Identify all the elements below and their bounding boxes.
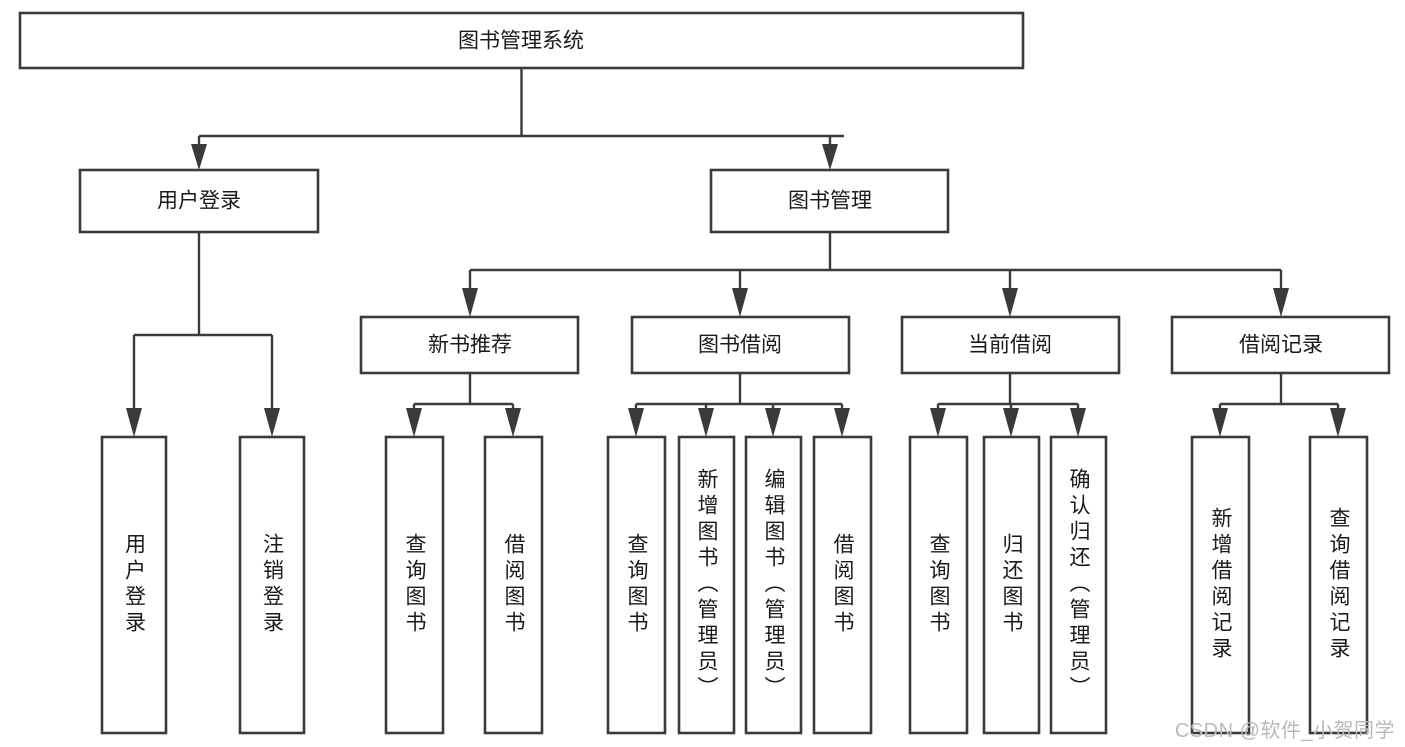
node-book-mgmt-label: 图书管理 bbox=[788, 190, 872, 213]
node-leaf-add-book-box[interactable] bbox=[677, 435, 736, 735]
node-borrow-record[interactable]: 借阅记录 bbox=[1170, 315, 1391, 375]
node-leaf-query-record[interactable] bbox=[1308, 435, 1369, 735]
node-leaf-return-book-box[interactable] bbox=[982, 435, 1041, 735]
node-leaf-query-book-cur-box[interactable] bbox=[908, 435, 969, 735]
arrow-head-leaf-query-record bbox=[1330, 408, 1346, 437]
node-root-box[interactable] bbox=[18, 11, 1025, 70]
node-leaf-add-record[interactable] bbox=[1190, 435, 1251, 735]
node-book-borrow[interactable]: 图书借阅 bbox=[630, 315, 851, 375]
node-leaf-return-book[interactable] bbox=[982, 435, 1041, 735]
node-leaf-confirm-return[interactable] bbox=[1049, 435, 1108, 735]
node-leaf-user-login[interactable] bbox=[100, 435, 168, 735]
node-leaf-logout[interactable] bbox=[238, 435, 306, 735]
node-leaf-query-record-box[interactable] bbox=[1308, 435, 1369, 735]
arrow-head-book-mgmt bbox=[822, 144, 838, 170]
node-leaf-logout-box[interactable] bbox=[238, 435, 306, 735]
watermark: CSDN @软件_小贺同学 bbox=[1174, 720, 1395, 742]
arrow-head-leaf-confirm-return bbox=[1070, 408, 1086, 437]
edge-layer bbox=[126, 68, 1346, 437]
node-layer: 图书管理系统 用户登录 图书管理 新书推荐 图书借阅 bbox=[18, 11, 1391, 735]
arrow-head-leaf-add-record bbox=[1212, 408, 1228, 437]
arrow-head-leaf-logout bbox=[264, 408, 280, 437]
arrow-head-leaf-user-login bbox=[126, 408, 142, 437]
node-user-login[interactable]: 用户登录 bbox=[78, 168, 320, 234]
node-leaf-confirm-return-box[interactable] bbox=[1049, 435, 1108, 735]
node-user-login-label: 用户登录 bbox=[157, 190, 241, 213]
arrow-head-new-book-rec bbox=[462, 288, 478, 317]
node-leaf-edit-book-box[interactable] bbox=[744, 435, 803, 735]
node-leaf-query-book-rec-box[interactable] bbox=[384, 435, 445, 735]
node-borrow-record-box[interactable] bbox=[1170, 315, 1391, 375]
node-leaf-add-record-box[interactable] bbox=[1190, 435, 1251, 735]
arrow-head-user-login bbox=[191, 144, 207, 170]
arrow-head-leaf-add-book bbox=[698, 408, 714, 437]
node-new-book-rec[interactable]: 新书推荐 bbox=[359, 315, 580, 375]
node-leaf-user-login-box[interactable] bbox=[100, 435, 168, 735]
node-root-label: 图书管理系统 bbox=[458, 30, 584, 53]
arrow-head-leaf-query-book-br bbox=[628, 408, 644, 437]
node-new-book-rec-box[interactable] bbox=[359, 315, 580, 375]
node-leaf-query-book-br-box[interactable] bbox=[606, 435, 667, 735]
arrow-head-leaf-borrow-book-rec bbox=[505, 408, 521, 437]
arrow-head-leaf-query-book-cur bbox=[930, 408, 946, 437]
leaf-layer bbox=[100, 435, 1369, 735]
node-leaf-borrow-book-br[interactable] bbox=[812, 435, 873, 735]
node-leaf-query-book-rec[interactable] bbox=[384, 435, 445, 735]
node-leaf-query-book-cur[interactable] bbox=[908, 435, 969, 735]
node-current-borrow[interactable]: 当前借阅 bbox=[900, 315, 1121, 375]
arrow-head-leaf-query-book-rec bbox=[406, 408, 422, 437]
arrow-head-leaf-edit-book bbox=[765, 408, 781, 437]
node-book-mgmt[interactable]: 图书管理 bbox=[709, 168, 950, 234]
node-current-borrow-label: 当前借阅 bbox=[968, 334, 1052, 357]
node-leaf-borrow-book-rec-box[interactable] bbox=[483, 435, 544, 735]
node-root[interactable]: 图书管理系统 bbox=[18, 11, 1025, 70]
node-borrow-record-label: 借阅记录 bbox=[1239, 334, 1323, 357]
node-new-book-rec-label: 新书推荐 bbox=[428, 334, 512, 357]
node-book-mgmt-box[interactable] bbox=[709, 168, 950, 234]
node-leaf-edit-book[interactable] bbox=[744, 435, 803, 735]
node-leaf-add-book[interactable] bbox=[677, 435, 736, 735]
node-leaf-borrow-book-br-box[interactable] bbox=[812, 435, 873, 735]
node-book-borrow-label: 图书借阅 bbox=[698, 334, 782, 357]
node-book-borrow-box[interactable] bbox=[630, 315, 851, 375]
arrow-head-borrow-record bbox=[1273, 288, 1289, 317]
node-user-login-box[interactable] bbox=[78, 168, 320, 234]
arrow-head-leaf-return-book bbox=[1003, 408, 1019, 437]
node-current-borrow-box[interactable] bbox=[900, 315, 1121, 375]
arrow-head-leaf-borrow-book-br bbox=[834, 408, 850, 437]
node-leaf-query-book-br[interactable] bbox=[606, 435, 667, 735]
node-leaf-borrow-book-rec[interactable] bbox=[483, 435, 544, 735]
arrow-head-current-borrow bbox=[1002, 288, 1018, 317]
arrow-head-book-borrow bbox=[732, 288, 748, 317]
